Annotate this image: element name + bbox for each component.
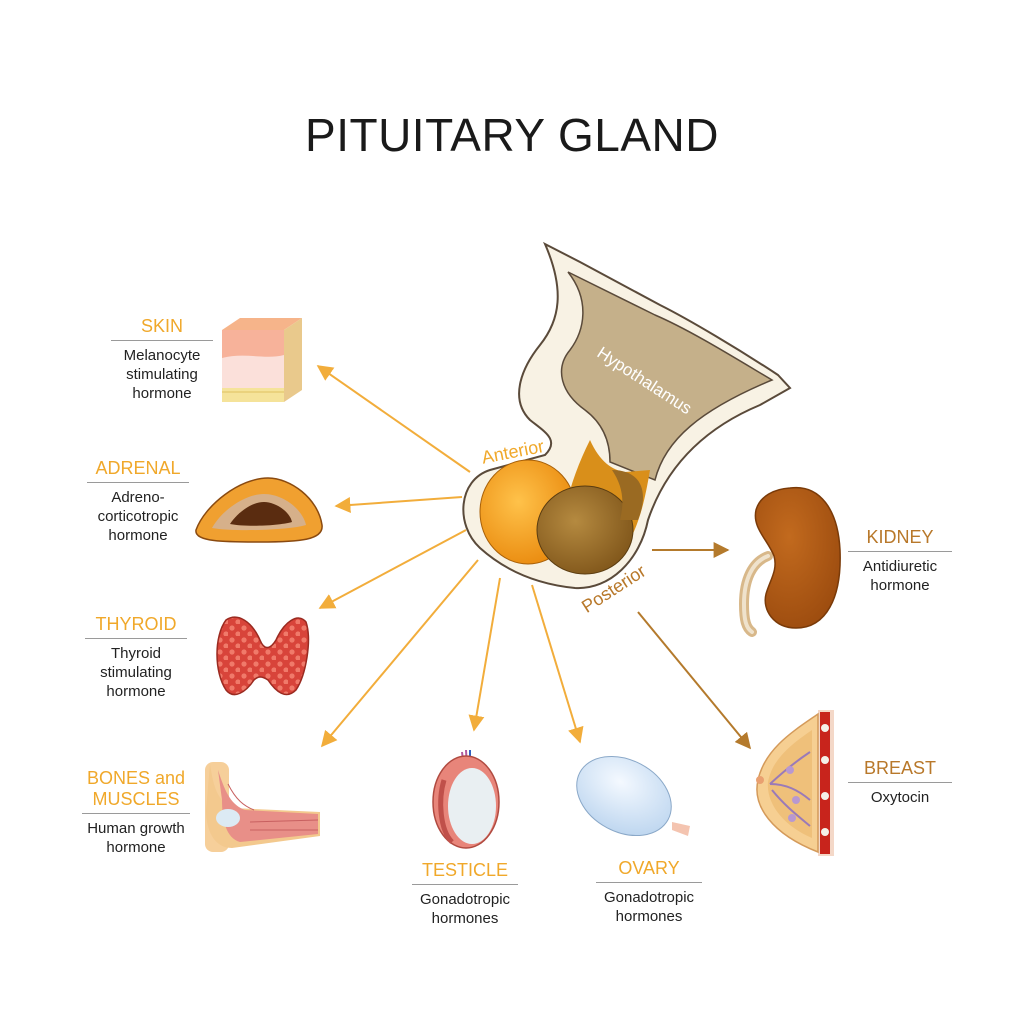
arrow-to-testicle	[468, 577, 501, 732]
testicle-hormone-line2: hormones	[431, 910, 499, 927]
thyroid-illustration	[216, 616, 310, 696]
ovary-hormone-line2: hormones	[615, 908, 683, 925]
kidney-hormone-line1: Antidiuretic	[862, 558, 938, 575]
testicle-label: TESTICLE Gonadotropic hormones	[412, 860, 518, 928]
breast-name: BREAST	[848, 758, 952, 783]
arrow-to-adrenal	[334, 496, 463, 513]
ovary-hormone-line1: Gonadotropic	[603, 889, 695, 906]
bones-muscles-hormone-line2: hormone	[106, 839, 166, 856]
arrow-to-bones-muscles	[320, 559, 479, 748]
skin-illustration	[222, 318, 302, 402]
kidney-name: KIDNEY	[848, 527, 952, 552]
skin-hormone-line3: hormone	[132, 385, 192, 402]
bones-muscles-name-line1: BONES and	[86, 768, 186, 788]
kidney-hormone-line2: hormone	[870, 577, 930, 594]
bones-muscles-hormone-line1: Human growth	[87, 820, 185, 837]
thyroid-hormone-line1: Thyroid	[110, 645, 162, 662]
bones-muscles-illustration	[205, 762, 320, 852]
arrow-to-ovary	[531, 584, 584, 744]
adrenal-label: ADRENAL Adreno- corticotropic hormone	[87, 458, 189, 545]
kidney-label: KIDNEY Antidiuretic hormone	[848, 527, 952, 595]
ovary-illustration	[576, 755, 690, 837]
skin-hormone-line2: stimulating	[126, 366, 198, 383]
arrow-to-skin	[316, 365, 471, 473]
adrenal-illustration	[195, 477, 323, 543]
adrenal-hormone-line1: Adreno-	[111, 489, 165, 506]
hypothalamus-shape	[560, 271, 774, 482]
pituitary-illustration	[462, 241, 792, 590]
testicle-hormone-line1: Gonadotropic	[419, 891, 511, 908]
ovary-label: OVARY Gonadotropic hormones	[596, 858, 702, 926]
skin-hormone-line1: Melanocyte	[123, 347, 201, 364]
arrows	[316, 365, 752, 750]
diagram-title: PITUITARY GLAND	[305, 109, 719, 161]
thyroid-hormone-line3: hormone	[106, 683, 166, 700]
arrow-to-thyroid	[318, 529, 467, 609]
testicle-illustration	[432, 749, 500, 849]
posterior-lobe	[536, 485, 634, 575]
breast-hormone-line1: Oxytocin	[870, 789, 930, 806]
breast-illustration	[756, 710, 834, 856]
bones-muscles-label: BONES and MUSCLES Human growth hormone	[82, 768, 190, 857]
adrenal-hormone-line2: corticotropic	[97, 508, 179, 525]
thyroid-label: THYROID Thyroid stimulating hormone	[85, 614, 187, 701]
adrenal-hormone-line3: hormone	[108, 527, 168, 544]
skin-label: SKIN Melanocyte stimulating hormone	[111, 316, 213, 403]
adrenal-name: ADRENAL	[87, 458, 189, 483]
thyroid-hormone-line2: stimulating	[100, 664, 172, 681]
bones-muscles-name: BONES and MUSCLES	[82, 768, 190, 814]
breast-label: BREAST Oxytocin	[848, 758, 952, 807]
skin-name: SKIN	[111, 316, 213, 341]
ovary-name: OVARY	[596, 858, 702, 883]
thyroid-name: THYROID	[85, 614, 187, 639]
arrow-to-breast	[637, 611, 752, 750]
testicle-name: TESTICLE	[412, 860, 518, 885]
kidney-illustration	[738, 486, 841, 637]
bones-muscles-name-line2: MUSCLES	[92, 789, 180, 809]
